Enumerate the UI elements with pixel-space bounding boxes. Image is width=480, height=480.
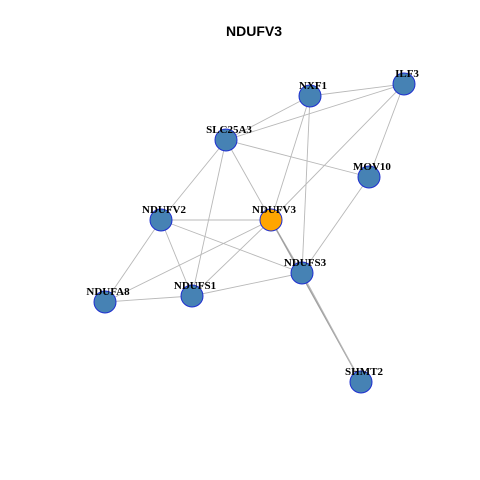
- node-nxf1: NXF1: [298, 80, 327, 108]
- edge-ndufv2-ndufs1: [160, 219, 193, 297]
- node-label: NDUFS1: [174, 280, 216, 292]
- node-label: SLC25A3: [206, 124, 252, 136]
- node-ilf3: ILF3: [392, 68, 419, 96]
- node-circle: [180, 284, 204, 308]
- edge-ndufs3-ndufs1: [191, 272, 303, 297]
- edge-ilf3-ndufv3: [270, 83, 405, 221]
- node-ndufv3: NDUFV3: [252, 204, 296, 232]
- node-circle: [298, 84, 322, 108]
- node-label: NDUFA8: [86, 286, 130, 298]
- edge-ndufa8-ndufs1: [104, 295, 193, 303]
- node-circle: [93, 290, 117, 314]
- node-layer: NDUFV3 NXF1 ILF3SLC25A3MOV10NDUFV2NDUFS3ND…: [86, 68, 419, 394]
- node-ndufs3: NDUFS3: [284, 257, 327, 285]
- edge-ndufv2-ndufa8: [104, 219, 162, 303]
- node-circle: [392, 72, 416, 96]
- edge-mov10-ndufs3: [301, 176, 370, 274]
- edge-ndufs3-shmt2: [301, 272, 362, 383]
- edge-nxf1-ndufv3: [270, 95, 311, 221]
- node-slc25a3: SLC25A3: [206, 124, 252, 152]
- node-shmt2: SHMT2: [345, 366, 383, 394]
- graph-title: NDUFV3: [226, 23, 282, 39]
- node-circle: [290, 261, 314, 285]
- edge-ilf3-slc25a3: [225, 83, 405, 141]
- edge-nxf1-slc25a3: [225, 95, 311, 141]
- node-circle: [357, 165, 381, 189]
- node-mov10: MOV10: [353, 161, 391, 189]
- node-ndufs1: NDUFS1: [174, 280, 216, 308]
- node-circle: [149, 208, 173, 232]
- node-circle: [214, 128, 238, 152]
- node-ndufa8: NDUFA8: [86, 286, 130, 314]
- edge-ndufv3-ndufa8: [104, 219, 272, 303]
- node-circle: [259, 208, 283, 232]
- node-circle: [349, 370, 373, 394]
- edge-ndufv3-ndufs1: [191, 219, 272, 297]
- node-label: SHMT2: [345, 366, 383, 378]
- node-label: ILF3: [395, 68, 419, 80]
- edge-slc25a3-ndufs1: [191, 139, 227, 297]
- edge-layer: [104, 83, 405, 383]
- node-label: NDUFS3: [284, 257, 327, 269]
- node-label: NDUFV3: [252, 204, 296, 216]
- node-ndufv2: NDUFV2: [142, 204, 186, 232]
- edge-slc25a3-ndufv2: [160, 139, 227, 221]
- edge-slc25a3-ndufv3: [225, 139, 272, 221]
- edge-nxf1-ilf3: [309, 83, 405, 97]
- edge-ilf3-mov10: [368, 83, 405, 178]
- edge-slc25a3-mov10: [225, 139, 370, 178]
- node-label: MOV10: [353, 161, 391, 173]
- node-label: NDUFV2: [142, 204, 186, 216]
- edge-ndufv2-ndufs3: [160, 219, 303, 274]
- node-label: NXF1: [299, 80, 327, 92]
